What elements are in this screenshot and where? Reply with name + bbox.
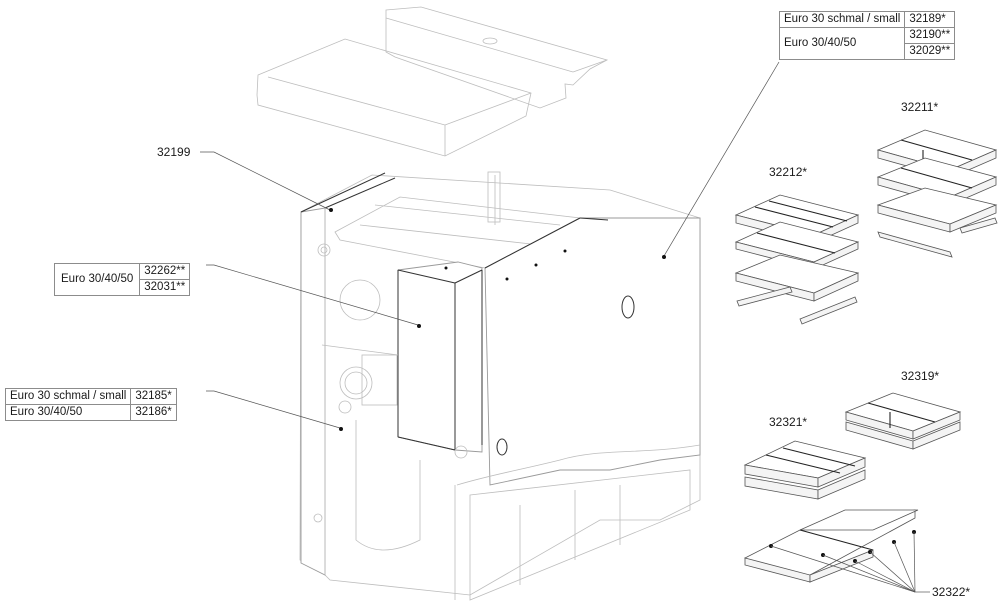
callout-32199: 32199: [157, 145, 191, 159]
leader-lines: [200, 61, 780, 431]
insulation-set-32211: [876, 129, 998, 258]
model-cell: Euro 30 schmal / small: [4, 388, 132, 405]
part-number-cell: 32185*: [130, 388, 177, 405]
ref-table-top-right: Euro 30 schmal / small 32189* Euro 30/40…: [778, 11, 956, 60]
insulation-set-32212: [734, 194, 860, 325]
callout-32321: 32321*: [769, 415, 808, 429]
insulation-set-32321: [743, 440, 867, 500]
insulation-set-32319: [844, 392, 962, 450]
top-cover-front: [256, 38, 532, 157]
table-row: Euro 30/40/50 32186*: [4, 404, 177, 421]
part-number-cell: 32189*: [904, 11, 956, 28]
model-cell: Euro 30 schmal / small: [778, 11, 906, 28]
table-row: 32031**: [55, 279, 191, 296]
part-number-cell: 32186*: [130, 404, 177, 421]
part-number-cell: 32262**: [139, 263, 191, 280]
table-row: Euro 30/40/50 32190**: [778, 27, 956, 60]
callout-32211: 32211*: [901, 100, 939, 114]
part-number-cell: 32029**: [904, 43, 956, 60]
model-cell: Euro 30/40/50: [778, 27, 906, 60]
model-cell: Euro 30/40/50: [4, 404, 132, 421]
part-number-cell: 32190**: [904, 27, 956, 44]
model-cell: Euro 30/40/50: [53, 263, 141, 296]
table-row: 32029**: [780, 43, 956, 60]
table-row: Euro 30 schmal / small 32189*: [778, 11, 956, 28]
callout-32322: 32322*: [932, 585, 971, 599]
ref-table-mid-left: Euro 30/40/50 32262** 32031**: [53, 263, 191, 296]
ref-table-lower-left: Euro 30 schmal / small 32185* Euro 30/40…: [4, 388, 177, 421]
callout-32212: 32212*: [769, 165, 808, 179]
part-number-cell: 32031**: [139, 279, 191, 296]
base-insulation-32322: [744, 509, 930, 593]
table-row: Euro 30 schmal / small 32185*: [4, 388, 177, 405]
table-row: Euro 30/40/50 32262**: [53, 263, 191, 296]
top-cover-rear: [385, 6, 609, 109]
callout-32319: 32319*: [901, 369, 940, 383]
boiler-body: [299, 171, 701, 601]
